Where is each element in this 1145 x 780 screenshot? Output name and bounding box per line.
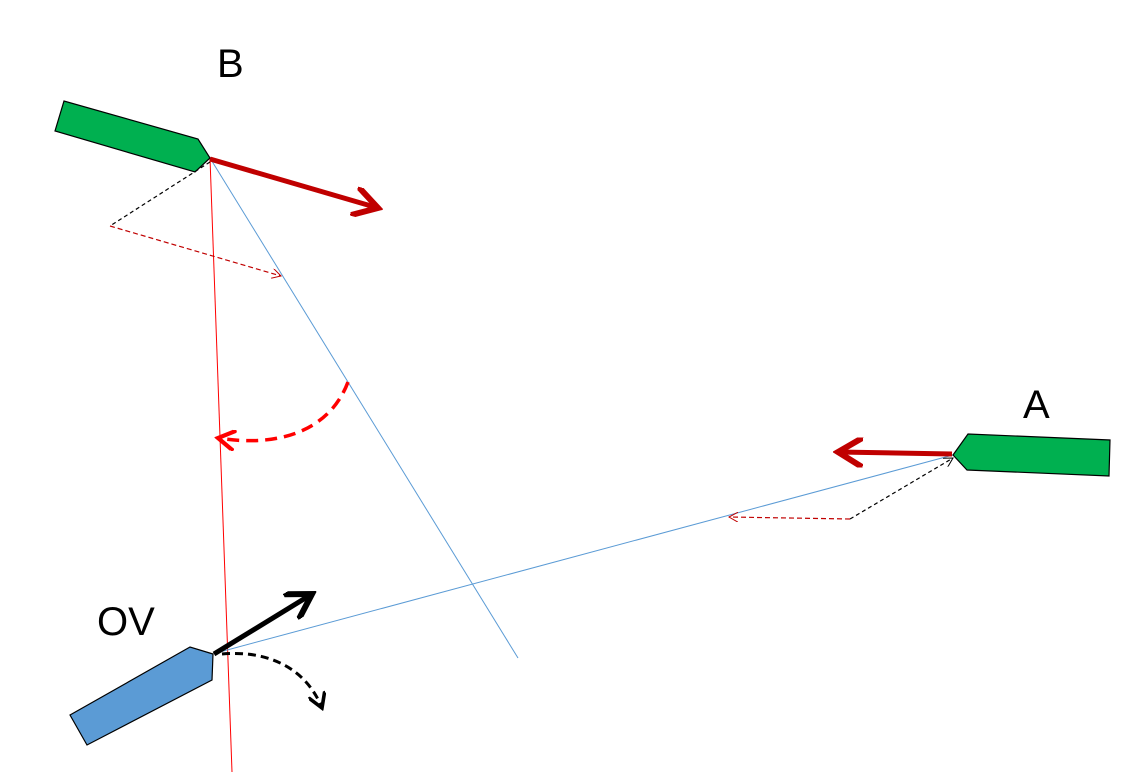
velocity-arrow-b bbox=[209, 156, 378, 208]
label-ship-b: B bbox=[217, 42, 244, 86]
relative-vector-b bbox=[109, 161, 211, 227]
relative-vector-a bbox=[849, 458, 953, 520]
turn-angle-arc bbox=[218, 381, 350, 441]
label-ship-a: A bbox=[1023, 383, 1050, 427]
label-own-vessel: OV bbox=[97, 600, 155, 644]
own-vessel bbox=[69, 646, 214, 746]
bearing-line-b bbox=[209, 157, 519, 659]
ship-b bbox=[54, 100, 211, 173]
heading-line-ov bbox=[209, 157, 233, 773]
relative-motion-arrow-b bbox=[109, 225, 281, 276]
ship-a bbox=[952, 433, 1111, 477]
bearing-line-a bbox=[215, 454, 954, 654]
turn-arrow-ov bbox=[221, 651, 322, 708]
velocity-arrow-a bbox=[838, 452, 953, 454]
relative-motion-arrow-a bbox=[729, 517, 851, 519]
velocity-arrow-ov bbox=[212, 594, 312, 657]
